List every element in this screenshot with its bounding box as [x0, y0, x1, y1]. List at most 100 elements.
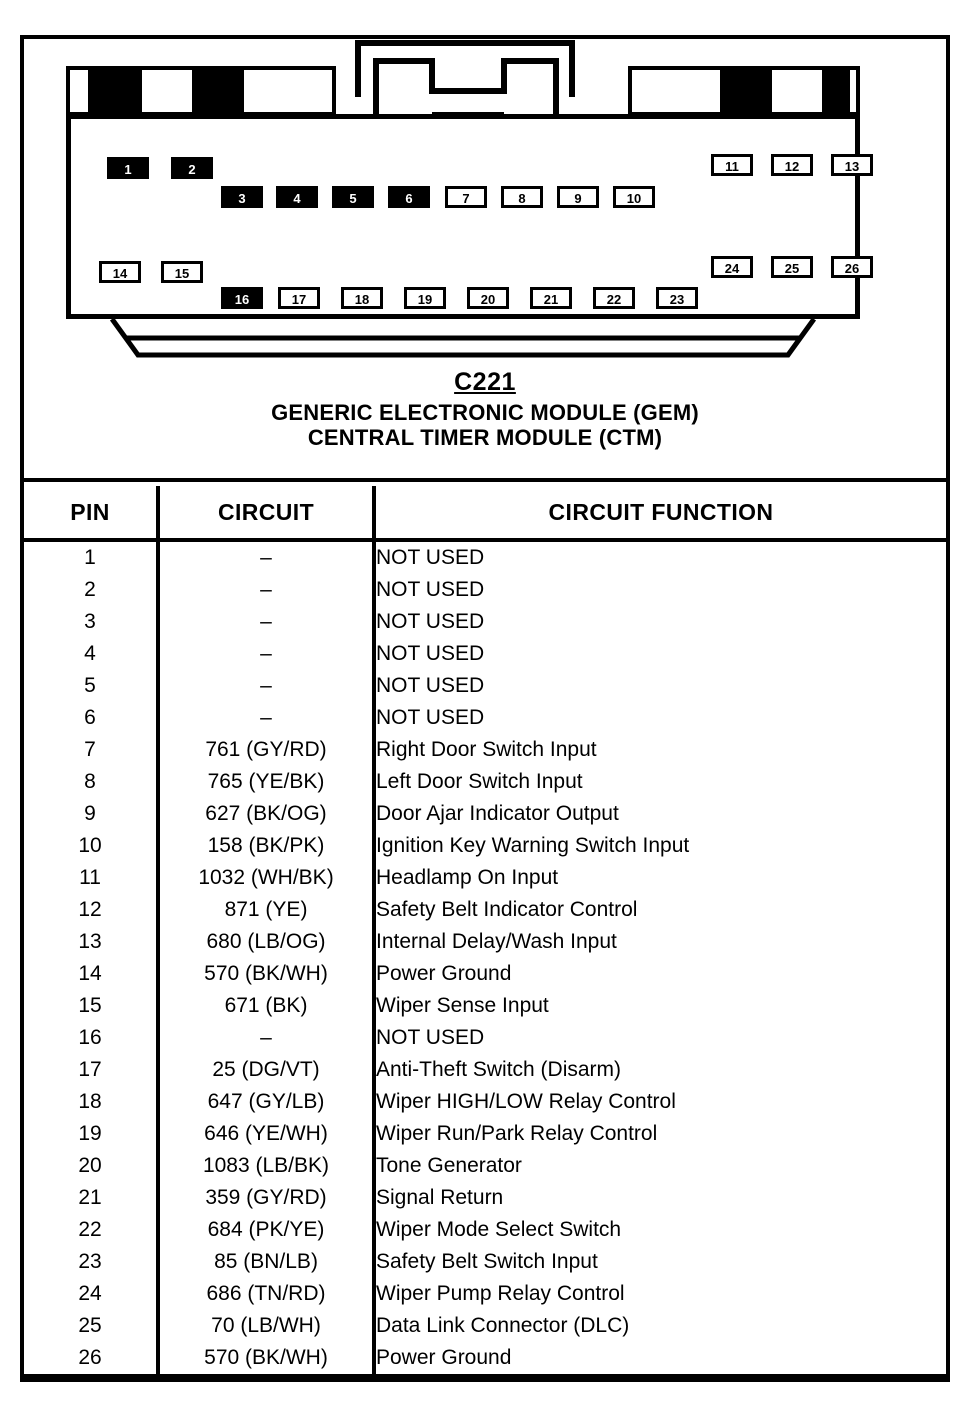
cell-pin: 2	[24, 574, 160, 606]
connector-pin-2[interactable]: 2	[171, 157, 213, 179]
cell-function: Wiper Pump Relay Control	[376, 1282, 625, 1305]
connector-body: 1 2 11 12 13 3 4 5 6 7 8 9 10 14 15 24 2…	[66, 114, 873, 319]
cell-pin: 21	[24, 1182, 160, 1214]
cell-function: Internal Delay/Wash Input	[376, 930, 617, 953]
cell-pin: 23	[24, 1246, 160, 1278]
rail-key-white-3	[628, 66, 724, 116]
cell-pin: 22	[24, 1214, 160, 1246]
cell-pin: 15	[24, 990, 160, 1022]
cell-pin: 12	[24, 894, 160, 926]
cell-pin: 3	[24, 606, 160, 638]
cell-function: Safety Belt Switch Input	[376, 1250, 598, 1273]
rail-key-left-edge	[66, 66, 88, 116]
connector-pin-7[interactable]: 7	[445, 186, 487, 208]
table-row: 4–NOT USED	[24, 638, 946, 670]
cell-function: Wiper HIGH/LOW Relay Control	[376, 1090, 676, 1113]
cell-circuit: 158 (BK/PK)	[158, 830, 376, 862]
connector-pin-15[interactable]: 15	[161, 261, 203, 283]
cell-pin: 8	[24, 766, 160, 798]
connector-pin-17[interactable]: 17	[278, 287, 320, 309]
connector-pin-20[interactable]: 20	[467, 287, 509, 309]
cell-circuit: 686 (TN/RD)	[158, 1278, 376, 1310]
connector-latch-tab	[354, 39, 604, 119]
cell-pin: 5	[24, 670, 160, 702]
cell-circuit: 627 (BK/OG)	[158, 798, 376, 830]
cell-function: Data Link Connector (DLC)	[376, 1314, 630, 1337]
title-separator-rule	[20, 478, 950, 482]
cell-circuit: –	[158, 638, 376, 670]
cell-function: Right Door Switch Input	[376, 738, 597, 761]
connector-pin-21[interactable]: 21	[530, 287, 572, 309]
cell-pin: 26	[24, 1342, 160, 1374]
cell-circuit: 680 (LB/OG)	[158, 926, 376, 958]
connector-pin-16[interactable]: 16	[221, 287, 263, 309]
connector-pin-13[interactable]: 13	[831, 154, 873, 176]
cell-circuit: 1083 (LB/BK)	[158, 1150, 376, 1182]
cell-circuit: 671 (BK)	[158, 990, 376, 1022]
header-circuit: CIRCUIT	[158, 486, 376, 542]
connector-pin-24[interactable]: 24	[711, 256, 753, 278]
connector-pin-11[interactable]: 11	[711, 154, 753, 176]
cell-function: NOT USED	[376, 1026, 485, 1049]
cell-function: Anti-Theft Switch (Disarm)	[376, 1058, 622, 1081]
cell-pin: 4	[24, 638, 160, 670]
connector-pin-19[interactable]: 19	[404, 287, 446, 309]
cell-pin: 9	[24, 798, 160, 830]
cell-pin: 19	[24, 1118, 160, 1150]
cell-circuit: –	[158, 540, 376, 574]
cell-circuit: –	[158, 702, 376, 734]
cell-circuit: 871 (YE)	[158, 894, 376, 926]
cell-function: NOT USED	[376, 610, 485, 633]
cell-circuit: –	[158, 574, 376, 606]
cell-circuit: 570 (BK/WH)	[158, 958, 376, 990]
cell-circuit: 70 (LB/WH)	[158, 1310, 376, 1342]
cell-function: NOT USED	[376, 578, 485, 601]
connector-pin-18[interactable]: 18	[341, 287, 383, 309]
cell-function: NOT USED	[376, 674, 485, 697]
connector-pin-9[interactable]: 9	[557, 186, 599, 208]
table-row: 6–NOT USED	[24, 702, 946, 734]
connector-pin-10[interactable]: 10	[613, 186, 655, 208]
connector-pin-22[interactable]: 22	[593, 287, 635, 309]
rail-key-white-2	[240, 66, 336, 116]
cell-pin: 13	[24, 926, 160, 958]
connector-pin-12[interactable]: 12	[771, 154, 813, 176]
rail-key-white-1	[138, 66, 196, 116]
cell-function: NOT USED	[376, 706, 485, 729]
connector-pin-6[interactable]: 6	[388, 186, 430, 208]
rail-key-white-4	[768, 66, 826, 116]
connector-pin-5[interactable]: 5	[332, 186, 374, 208]
connector-top-rail	[66, 66, 860, 116]
connector-illustration: 1 2 11 12 13 3 4 5 6 7 8 9 10 14 15 24 2…	[24, 39, 946, 473]
cell-pin: 6	[24, 702, 160, 734]
connector-pin-25[interactable]: 25	[771, 256, 813, 278]
connector-pin-4[interactable]: 4	[276, 186, 318, 208]
connector-id-label: C221	[454, 368, 516, 396]
connector-pin-26[interactable]: 26	[831, 256, 873, 278]
cell-circuit: 646 (YE/WH)	[158, 1118, 376, 1150]
connector-pin-8[interactable]: 8	[501, 186, 543, 208]
rail-key-black-1	[88, 66, 138, 116]
cell-function: Tone Generator	[376, 1154, 522, 1177]
cell-pin: 17	[24, 1054, 160, 1086]
connector-pin-14[interactable]: 14	[99, 261, 141, 283]
cell-pin: 1	[24, 540, 160, 574]
connector-pin-23[interactable]: 23	[656, 287, 698, 309]
cell-pin: 18	[24, 1086, 160, 1118]
connector-pin-3[interactable]: 3	[221, 186, 263, 208]
connector-pin-1[interactable]: 1	[107, 157, 149, 179]
cell-circuit: 570 (BK/WH)	[158, 1342, 376, 1374]
